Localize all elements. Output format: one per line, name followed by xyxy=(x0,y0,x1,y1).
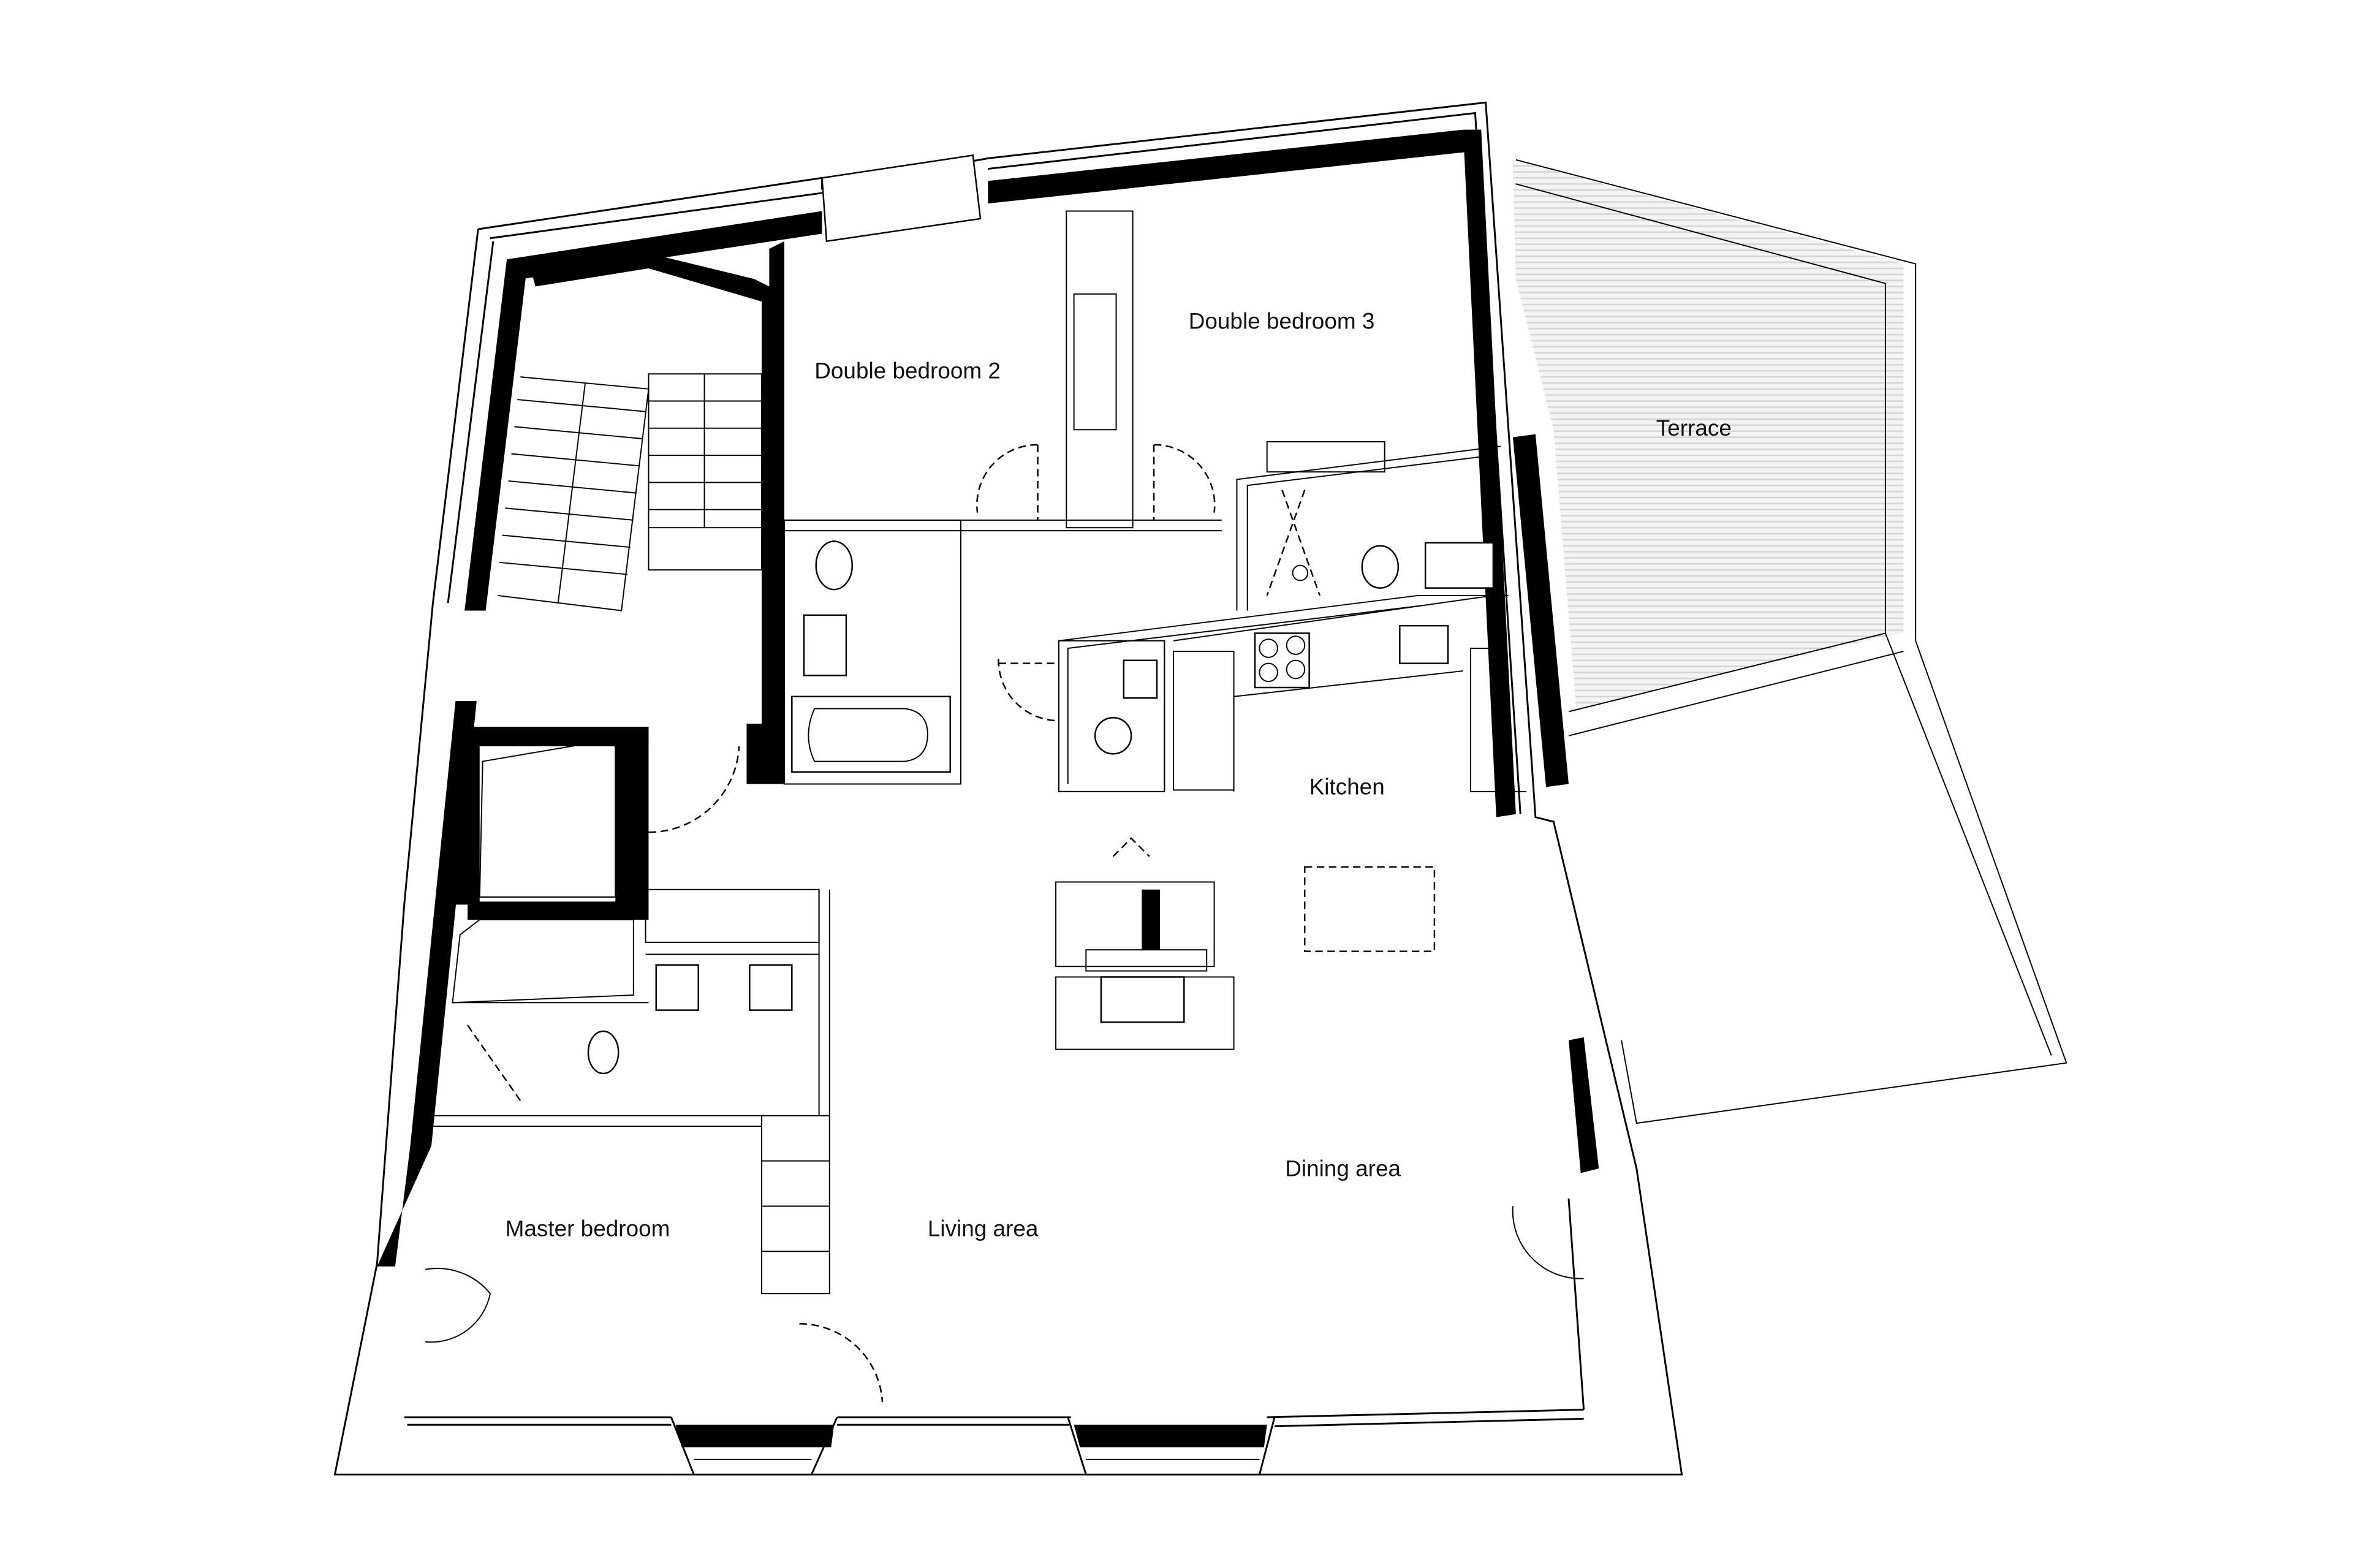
label-double-bedroom-3: Double bedroom 3 xyxy=(1189,308,1375,333)
top-window-bedroom-2 xyxy=(821,154,982,243)
bay-window-left xyxy=(670,1417,838,1475)
bay-window-right xyxy=(1067,1417,1276,1475)
label-double-bedroom-2: Double bedroom 2 xyxy=(814,358,1001,384)
terrace-area xyxy=(1512,159,2067,1124)
label-terrace: Terrace xyxy=(1656,415,1732,441)
label-living-area: Living area xyxy=(928,1216,1039,1241)
interior-partitions xyxy=(430,210,1527,1295)
label-kitchen: Kitchen xyxy=(1309,775,1385,800)
exterior-walls xyxy=(333,101,1683,1475)
label-dining-area: Dining area xyxy=(1285,1156,1401,1181)
door-swings xyxy=(425,444,1584,1403)
staircase xyxy=(498,373,763,612)
label-master-bedroom: Master bedroom xyxy=(506,1216,670,1241)
room-labels: Double bedroom 2 Double bedroom 3 Terrac… xyxy=(506,308,1732,1241)
